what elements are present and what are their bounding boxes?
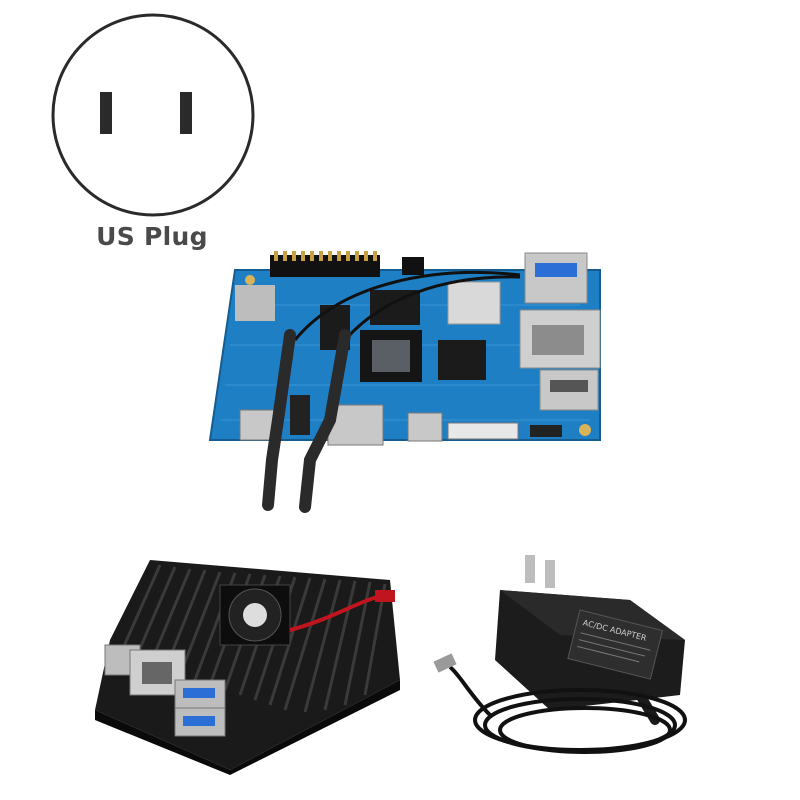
plug-type-caption: US Plug — [96, 222, 208, 251]
power-adapter-image: AC/DC ADAPTER — [433, 555, 687, 754]
aluminum-case-with-fan-image — [95, 560, 400, 775]
us-plug-icon — [51, 13, 255, 217]
single-board-computer-image — [208, 251, 601, 513]
